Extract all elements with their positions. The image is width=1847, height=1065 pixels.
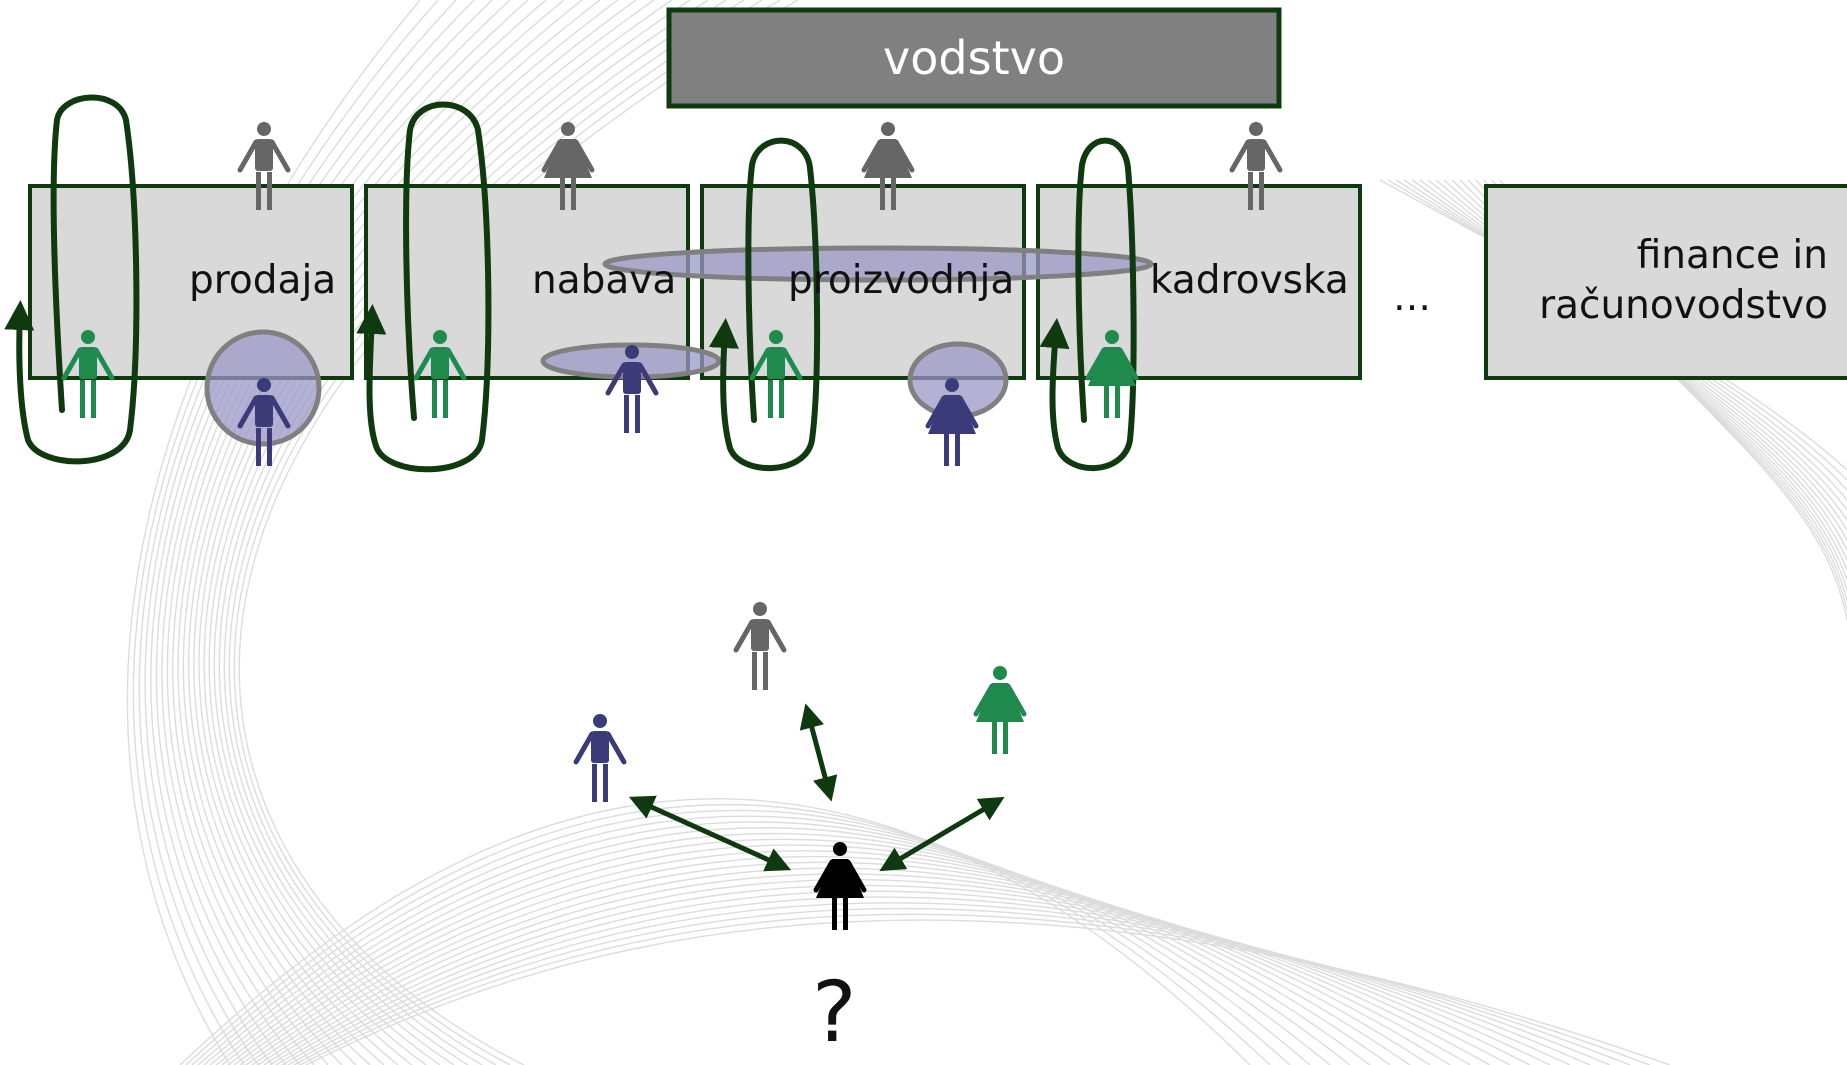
people <box>61 122 1283 930</box>
person-male-icon <box>413 330 467 418</box>
department-label-prodaja: prodaja <box>189 258 337 303</box>
department-box-kadrovska <box>1036 184 1362 380</box>
person-female-icon <box>541 122 595 210</box>
person-female-icon <box>973 666 1027 754</box>
swirl-line <box>126 0 421 1065</box>
swirl-line <box>172 0 565 1065</box>
swirl-line <box>305 919 1671 1065</box>
swirl-line <box>150 0 493 1065</box>
swirl-line <box>179 798 1251 1065</box>
department-label-kadrovska: kadrovska <box>1150 258 1349 303</box>
swirl-line <box>161 0 529 1065</box>
person-male-icon <box>61 330 115 418</box>
swirl-line <box>155 0 511 1065</box>
person-male-icon <box>1229 122 1283 210</box>
person-male-icon <box>749 330 803 418</box>
department-loops <box>4 94 1137 473</box>
loop-arrow-icon <box>1039 137 1137 471</box>
double-arrow-icon <box>628 795 792 872</box>
department-label-finance-line2: računovodstvo <box>1539 283 1828 328</box>
swirl-line <box>182 0 601 1065</box>
department-label-nabava: nabava <box>532 258 677 303</box>
person-female-icon <box>813 842 867 930</box>
swirl-line <box>144 0 475 1065</box>
loop-arrow-icon <box>356 101 492 473</box>
person-female-icon <box>925 378 979 466</box>
person-male-icon <box>237 122 291 210</box>
person-male-icon <box>237 378 291 466</box>
double-arrow-icon <box>879 796 1005 872</box>
swirl-line <box>177 0 583 1065</box>
loop-arrow-icon <box>4 94 140 465</box>
swirl-line <box>166 0 547 1065</box>
swirl-line <box>257 873 1511 1065</box>
bottom-arrows <box>628 703 1005 872</box>
swirl-line <box>187 0 619 1065</box>
header-label: vodstvo <box>883 31 1065 85</box>
person-male-icon <box>573 714 627 802</box>
header-box <box>666 7 1282 109</box>
double-arrow-icon <box>799 703 838 802</box>
department-label-finance-line1: finance in <box>1636 233 1828 278</box>
swirl-line <box>132 0 439 1065</box>
ellipsis-label: … <box>1393 275 1431 319</box>
swirl-line <box>138 0 457 1065</box>
person-female-icon <box>1085 330 1139 418</box>
person-male-icon <box>605 345 659 433</box>
department-label-proizvodnja: proizvodnja <box>788 258 1015 303</box>
highlight-ellipse-proizvodnja <box>602 245 1154 283</box>
person-female-icon <box>861 122 915 210</box>
department-box-finance <box>1484 184 1847 380</box>
loop-arrow-icon <box>708 137 821 471</box>
person-male-icon <box>733 602 787 690</box>
swirl-line <box>193 0 637 1065</box>
question-mark: ? <box>812 963 857 1061</box>
highlights <box>204 245 1154 447</box>
